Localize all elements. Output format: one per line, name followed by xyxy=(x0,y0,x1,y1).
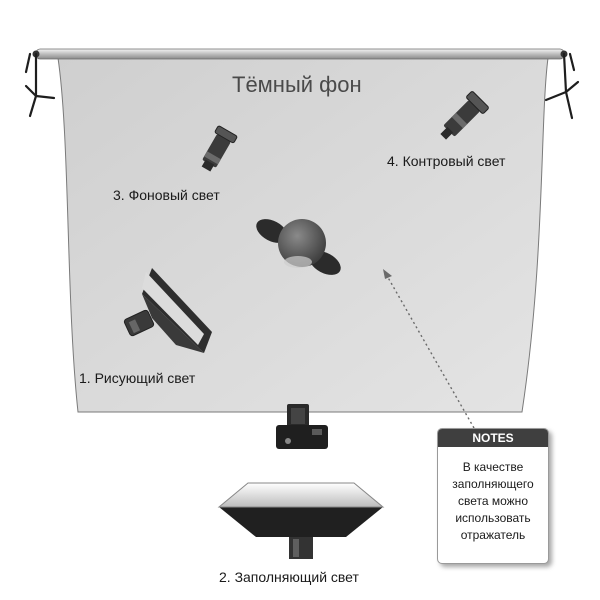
notes-body: В качестве заполняющего света можно испо… xyxy=(441,459,545,544)
right-stand xyxy=(544,52,580,120)
fill-light-icon xyxy=(217,482,385,559)
notes-line: В качестве xyxy=(462,460,524,474)
subject-icon xyxy=(256,219,341,275)
notes-header: NOTES xyxy=(438,429,548,447)
background-light-label: 3. Фоновый свет xyxy=(113,187,220,203)
notes-line: света можно xyxy=(457,494,528,508)
camera-icon xyxy=(276,404,328,449)
rim-light-icon xyxy=(440,91,489,140)
notes-line: отражатель xyxy=(460,528,526,542)
backdrop-title: Тёмный фон xyxy=(232,72,362,97)
key-light-label: 1. Рисующий свет xyxy=(79,370,196,386)
left-stand xyxy=(24,52,56,118)
key-light-icon xyxy=(123,268,212,353)
notes-line: заполняющего xyxy=(452,477,534,491)
note-pointer-arrow xyxy=(383,269,475,429)
rim-light-label: 4. Контровый свет xyxy=(387,153,506,169)
background-light-icon xyxy=(201,125,238,172)
notes-card: NOTES В качестве заполняющего света можн… xyxy=(437,428,549,564)
fill-light-label: 2. Заполняющий свет xyxy=(219,569,359,585)
backdrop-pole xyxy=(32,48,568,60)
notes-line: использовать xyxy=(455,511,531,525)
